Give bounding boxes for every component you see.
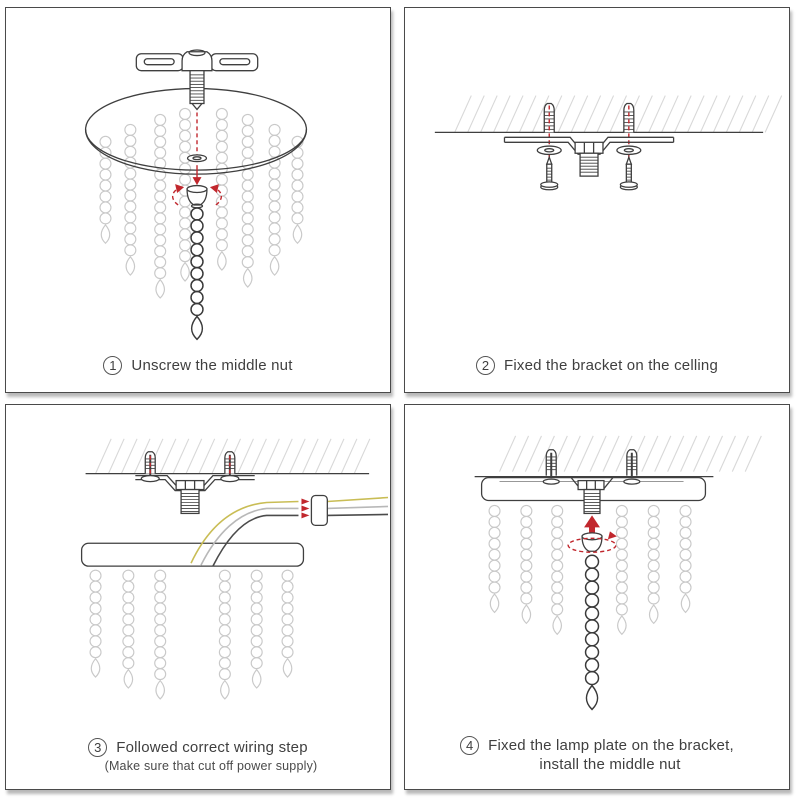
wire-connector xyxy=(310,494,328,527)
mounting-bracket xyxy=(135,474,255,515)
step-text-line2: install the middle nut xyxy=(539,756,681,773)
washer-left xyxy=(536,145,562,156)
bead-strands xyxy=(99,107,304,299)
rotation-arrows xyxy=(171,184,223,206)
center-chain xyxy=(584,554,600,711)
step-panel-4: 4 Fixed the lamp plate on the bracket, i… xyxy=(404,404,790,790)
step-panel-1: 1 Unscrew the middle nut xyxy=(5,7,391,393)
thread-lines xyxy=(190,74,204,101)
step-number-badge: 1 xyxy=(103,356,123,375)
wall-anchor-left xyxy=(545,449,557,480)
middle-nut xyxy=(581,532,603,552)
step4-illustration xyxy=(474,435,762,711)
step-text-line2: (Make sure that cut off power supply) xyxy=(104,759,318,773)
step-number-badge: 4 xyxy=(460,736,480,755)
screw-left xyxy=(540,155,559,191)
step-text: Fixed the bracket on the celling xyxy=(503,357,719,374)
step-caption: 3 Followed correct wiring step (Make sur… xyxy=(6,738,390,773)
thread-lines xyxy=(181,493,199,512)
middle-nut xyxy=(186,184,208,209)
step3-illustration xyxy=(80,438,389,700)
step-caption: 2 Fixed the bracket on the celling xyxy=(405,356,789,376)
ceiling-hatch xyxy=(454,95,783,133)
wire-arrows xyxy=(301,498,310,519)
washer xyxy=(186,154,208,163)
step-panel-3: 3 Followed correct wiring step (Make sur… xyxy=(5,404,391,790)
step-text: Unscrew the middle nut xyxy=(131,357,293,374)
step1-illustration xyxy=(84,49,308,341)
center-chain xyxy=(190,207,204,341)
wires xyxy=(190,496,389,567)
screw-right xyxy=(619,155,638,191)
step-caption: 4 Fixed the lamp plate on the bracket, i… xyxy=(405,736,789,773)
step-text: Followed correct wiring step xyxy=(116,739,308,756)
step2-illustration xyxy=(434,95,783,191)
lamp-plate xyxy=(80,542,305,567)
washer-right xyxy=(616,145,642,156)
bead-strands xyxy=(488,504,692,636)
step-number-badge: 3 xyxy=(88,738,108,757)
mounting-bracket xyxy=(135,49,259,111)
unscrew-arrow xyxy=(192,165,202,186)
thread-lines xyxy=(584,493,600,512)
step-panel-2: 2 Fixed the bracket on the celling xyxy=(404,7,790,393)
step-caption: 1 Unscrew the middle nut xyxy=(6,356,390,376)
bead-strands xyxy=(89,569,294,700)
mounting-bracket xyxy=(503,136,675,177)
step-text: Fixed the lamp plate on the bracket, xyxy=(488,737,734,754)
thread-lines xyxy=(580,156,598,173)
mounting-bracket xyxy=(499,477,684,515)
step-number-badge: 2 xyxy=(475,356,495,375)
wall-anchor-right xyxy=(626,449,638,480)
